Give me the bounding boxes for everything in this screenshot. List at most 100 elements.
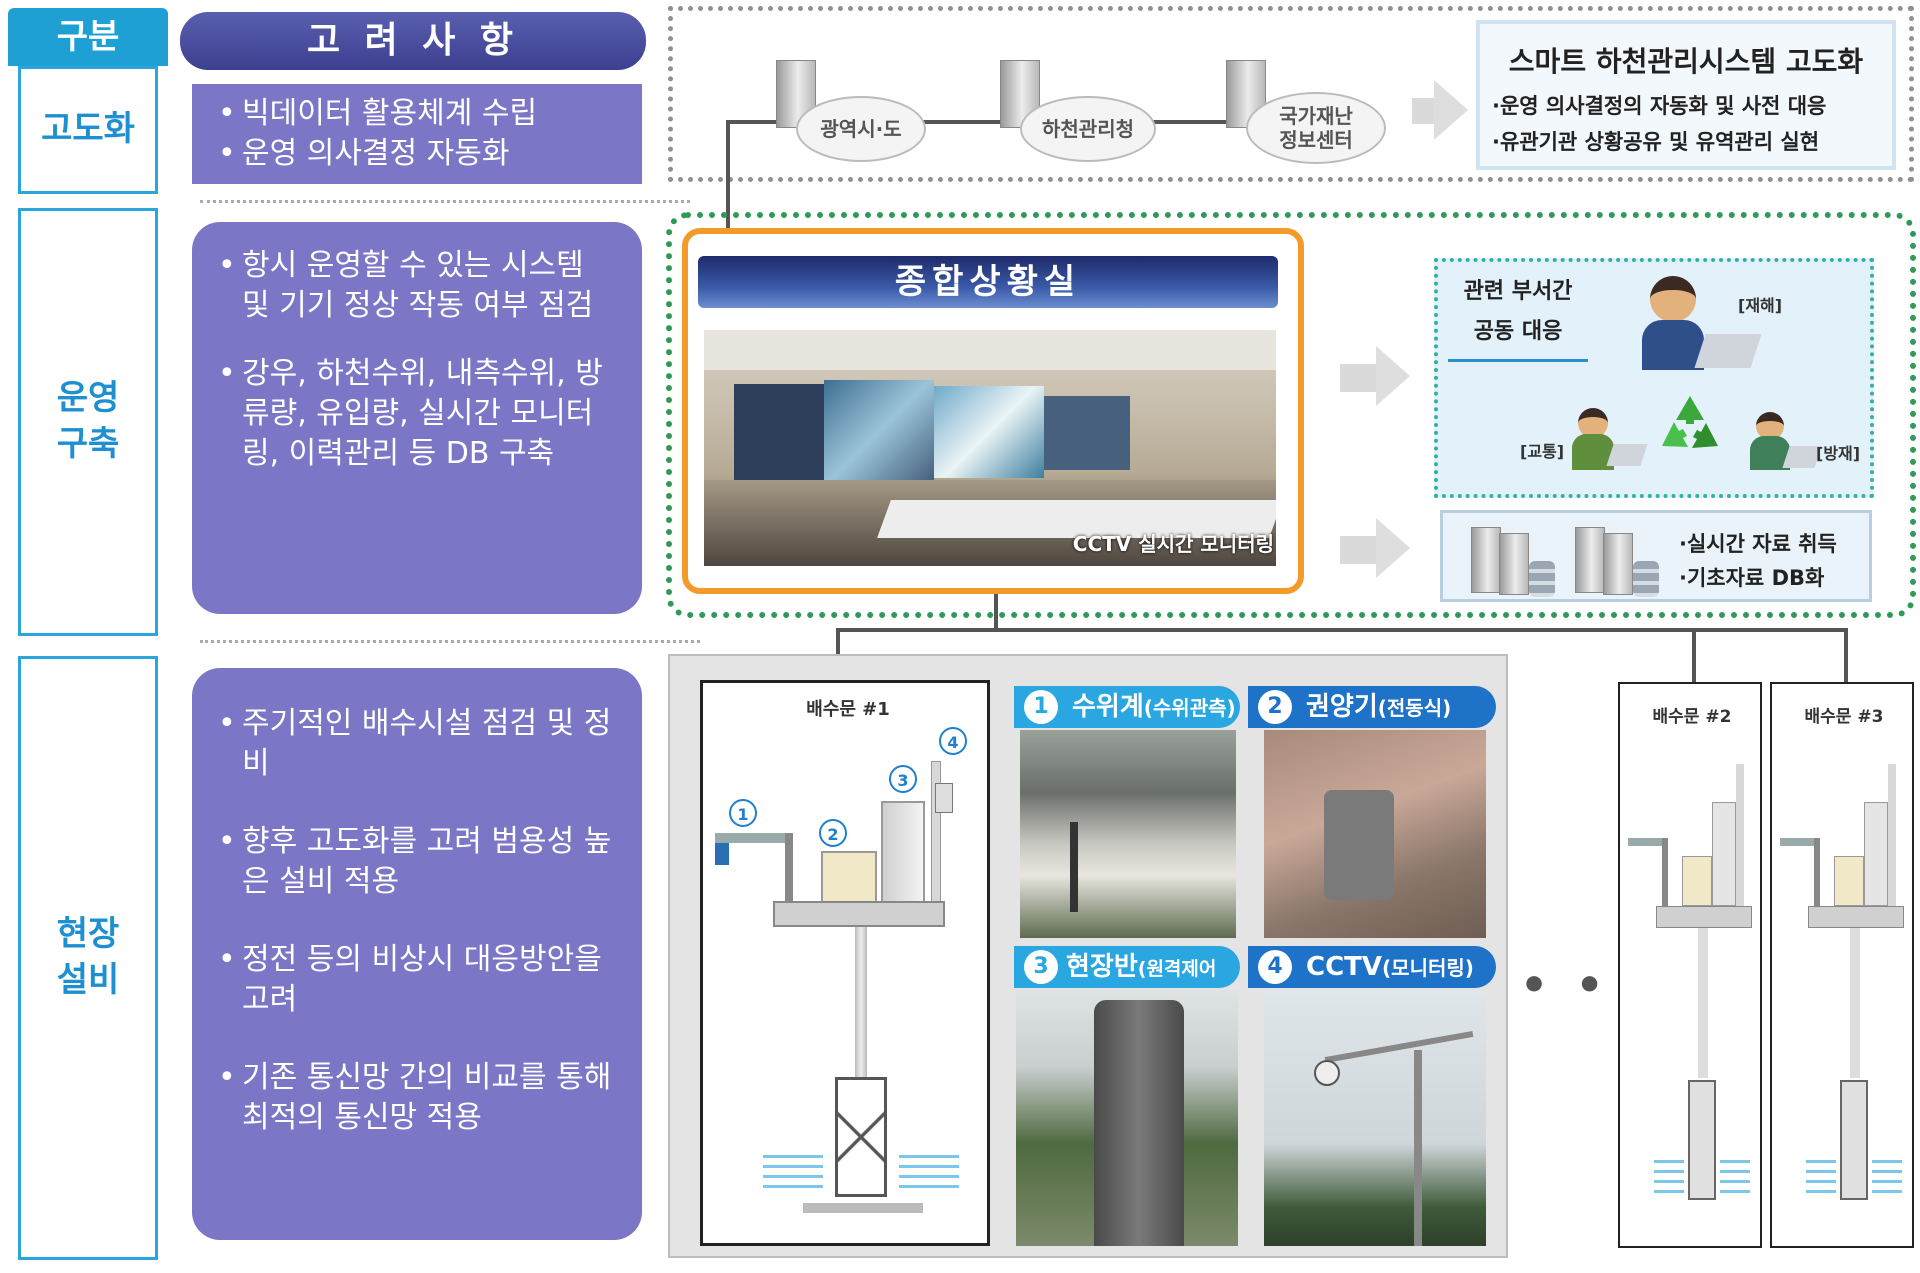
water-waves bbox=[1654, 1160, 1684, 1200]
role-label: [재해] bbox=[1738, 296, 1783, 315]
cctv-pole bbox=[1888, 764, 1896, 906]
arrow-shaft bbox=[1340, 536, 1376, 564]
cctv-pole bbox=[1414, 1050, 1422, 1246]
photo-caption: CCTV 실시간 모니터링 bbox=[1072, 532, 1274, 556]
smart-item: ·운영 의사결정의 자동화 및 사전 대응 bbox=[1492, 94, 1827, 118]
consideration-item: 운영 의사결정 자동화 bbox=[218, 134, 616, 174]
marker-number: 4 bbox=[939, 727, 967, 755]
video-wall-panel bbox=[734, 384, 824, 484]
gate-door bbox=[835, 1077, 887, 1197]
equipment-number: 1 bbox=[1024, 690, 1058, 724]
connector-line bbox=[1692, 628, 1696, 682]
category-field-equipment: 현장 설비 bbox=[18, 656, 158, 1260]
gate-base bbox=[803, 1203, 923, 1213]
control-panel-box bbox=[881, 801, 925, 903]
consideration-item: 빅데이터 활용체계 수립 bbox=[218, 94, 616, 134]
advancement-panel: 빅데이터 활용체계 수립 운영 의사결정 자동화 bbox=[192, 84, 642, 184]
consideration-item: 강우, 하천수위, 내측수위, 방류량, 유입량, 실시간 모니터링, 이력관리… bbox=[218, 354, 616, 474]
water-waves bbox=[899, 1155, 959, 1195]
ceiling bbox=[704, 330, 1276, 370]
video-wall-panel bbox=[934, 386, 1044, 478]
panel-cabinet bbox=[1094, 1000, 1184, 1246]
pump-station-card: 배수문 #3 bbox=[1770, 682, 1914, 1248]
connector-line bbox=[836, 628, 1848, 632]
joint-response-box: 관련 부서간 공동 대응 [재해] [교통] [방재] bbox=[1434, 258, 1874, 498]
gate-shaft bbox=[855, 927, 867, 1077]
row-separator bbox=[200, 640, 700, 643]
db-item: ·기초자료 DB화 bbox=[1679, 566, 1825, 590]
connector-line bbox=[1844, 628, 1848, 682]
server-icon bbox=[1603, 533, 1633, 595]
person-icon bbox=[1650, 276, 1696, 322]
server-icon bbox=[1575, 527, 1605, 593]
joint-response-label: 관련 부서간 공동 대응 bbox=[1448, 272, 1588, 362]
category-label: 운영 구축 bbox=[56, 378, 120, 464]
water-gauge-photo bbox=[1020, 730, 1236, 938]
sensor-arm bbox=[715, 833, 789, 843]
database-icon bbox=[1529, 561, 1555, 597]
cctv-arm bbox=[1324, 1031, 1474, 1063]
row-separator bbox=[200, 200, 690, 203]
smart-system-title: 스마트 하천관리시스템 고도화 bbox=[1508, 45, 1864, 78]
equipment-tab-3: 현장반(원격제어용) 3 bbox=[1014, 946, 1240, 1024]
connector-line bbox=[994, 594, 998, 630]
hoist-box bbox=[821, 851, 877, 903]
marker-number: 2 bbox=[819, 819, 847, 847]
marker-number: 1 bbox=[729, 799, 757, 827]
sensor-arm bbox=[1628, 838, 1668, 846]
node-disaster-center: 국가재난 정보센터 bbox=[1246, 92, 1386, 164]
server-icon bbox=[1471, 527, 1501, 593]
equipment-number: 2 bbox=[1258, 690, 1292, 724]
upper-system-frame bbox=[668, 6, 1914, 182]
server-icon bbox=[1499, 533, 1529, 595]
equipment-name: 수위계 bbox=[1072, 692, 1144, 722]
consideration-item: 주기적인 배수시설 점검 및 정비 bbox=[218, 704, 616, 784]
equipment-number: 4 bbox=[1258, 950, 1292, 984]
considerations-header: 고 려 사 항 bbox=[180, 12, 646, 70]
control-panel-box bbox=[1864, 802, 1888, 906]
db-item: ·실시간 자료 취득 bbox=[1679, 532, 1837, 556]
node-label: 하천관리청 bbox=[1042, 117, 1134, 141]
laptop-icon bbox=[1606, 444, 1648, 466]
pump-station-card: 배수문 #1 1 2 3 4 bbox=[700, 680, 990, 1246]
equipment-sub: (수위관측) bbox=[1143, 696, 1236, 720]
equipment-sub: (모니터링) bbox=[1382, 956, 1474, 980]
database-box: ·실시간 자료 취득 ·기초자료 DB화 bbox=[1440, 510, 1872, 602]
category-label: 고도화 bbox=[41, 109, 135, 150]
pump-station-label: 배수문 #2 bbox=[1652, 707, 1732, 727]
category-header: 구분 bbox=[8, 8, 168, 66]
field-equipment-panel: 주기적인 배수시설 점검 및 정비 향후 고도화를 고려 범용성 높은 설비 적… bbox=[192, 668, 642, 1240]
platform bbox=[1656, 906, 1752, 928]
sensor-post bbox=[785, 833, 793, 903]
sensor-arm bbox=[1780, 838, 1820, 846]
equipment-name: CCTV bbox=[1306, 952, 1383, 982]
water-waves bbox=[1806, 1160, 1836, 1200]
node-label: 국가재난 정보센터 bbox=[1279, 104, 1353, 152]
water-waves bbox=[763, 1155, 823, 1195]
role-label: [교통] bbox=[1520, 442, 1565, 461]
control-panel-box bbox=[1712, 802, 1736, 906]
pump-station-label: 배수문 #1 bbox=[806, 699, 890, 720]
video-wall-panel bbox=[1044, 396, 1130, 470]
server-icon bbox=[776, 60, 816, 128]
equipment-tab-1: 수위계(수위관측) 1 bbox=[1014, 686, 1240, 730]
pump-station-card: 배수문 #2 bbox=[1618, 682, 1762, 1248]
database-icon bbox=[1633, 561, 1659, 597]
hoist-box bbox=[1682, 856, 1712, 906]
gate-shaft bbox=[1698, 928, 1708, 1078]
equipment-name: 권양기 bbox=[1306, 692, 1378, 722]
connector-line bbox=[726, 120, 730, 230]
arrow-right-icon bbox=[1434, 80, 1468, 140]
arrow-shaft bbox=[1412, 98, 1434, 124]
marker-number: 3 bbox=[889, 765, 917, 793]
equipment-number: 3 bbox=[1024, 950, 1058, 984]
arrow-right-icon bbox=[1376, 518, 1410, 578]
consideration-item: 정전 등의 비상시 대응방안을 고려 bbox=[218, 940, 616, 1020]
operation-panel: 항시 운영할 수 있는 시스템 및 기기 정상 작동 여부 점검 강우, 하천수… bbox=[192, 222, 642, 614]
water-waves bbox=[1720, 1160, 1750, 1200]
person-icon bbox=[1756, 412, 1784, 440]
cctv-dome-icon bbox=[1314, 1060, 1340, 1086]
gate-shaft bbox=[1850, 928, 1860, 1078]
equipment-tab-2: 권양기(전동식) 2 bbox=[1248, 686, 1496, 730]
node-river-authority: 하천관리청 bbox=[1020, 96, 1156, 162]
